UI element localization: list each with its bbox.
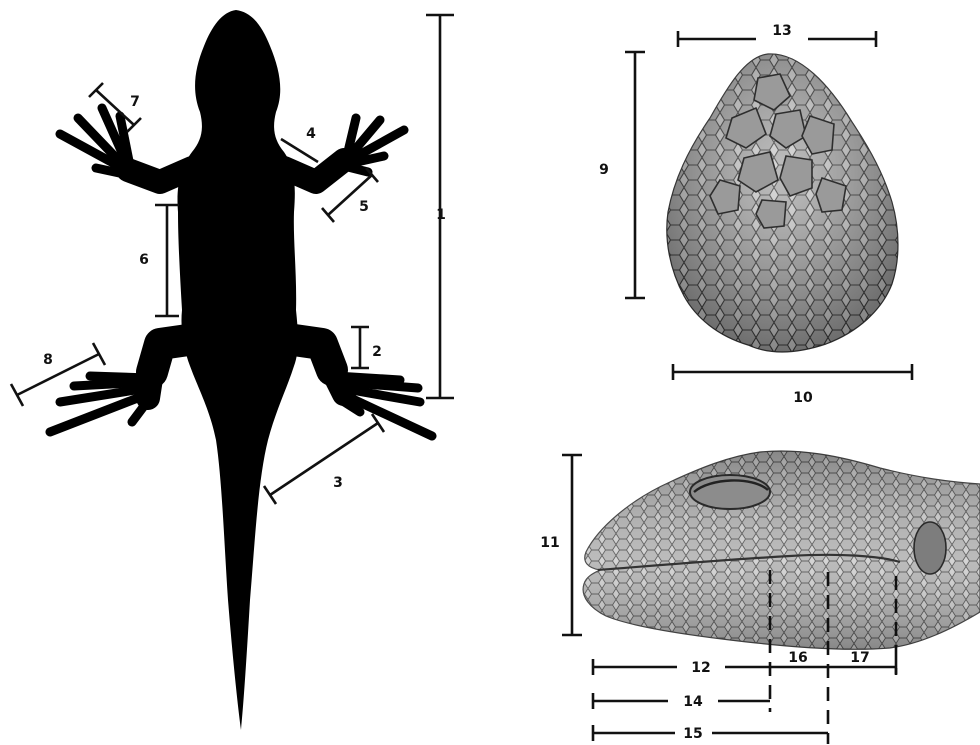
label-13: 13 <box>772 23 791 39</box>
measurement-12 <box>593 659 770 675</box>
label-2: 2 <box>372 344 382 360</box>
measurement-15 <box>593 725 828 741</box>
label-8: 8 <box>43 352 53 368</box>
label-1: 1 <box>436 207 446 223</box>
label-14: 14 <box>683 694 703 710</box>
label-3: 3 <box>333 475 343 491</box>
label-17: 17 <box>850 650 869 666</box>
label-4: 4 <box>306 126 316 142</box>
measurement-11 <box>562 455 582 635</box>
measurement-9 <box>625 52 645 298</box>
label-6: 6 <box>139 252 149 268</box>
measurement-3 <box>264 414 384 504</box>
label-12: 12 <box>691 660 710 676</box>
head-dorsal-view <box>667 54 898 352</box>
measurement-6 <box>155 205 179 316</box>
lizard-silhouette <box>50 10 432 730</box>
measurement-2 <box>351 327 369 368</box>
measurement-14 <box>593 693 770 709</box>
head-lateral-view <box>583 451 980 649</box>
measurement-10 <box>673 364 912 380</box>
label-5: 5 <box>359 199 369 215</box>
label-15: 15 <box>683 726 702 742</box>
label-7: 7 <box>130 94 140 110</box>
label-10: 10 <box>793 390 813 406</box>
label-9: 9 <box>599 162 609 178</box>
label-11: 11 <box>540 535 559 551</box>
label-16: 16 <box>788 650 807 666</box>
